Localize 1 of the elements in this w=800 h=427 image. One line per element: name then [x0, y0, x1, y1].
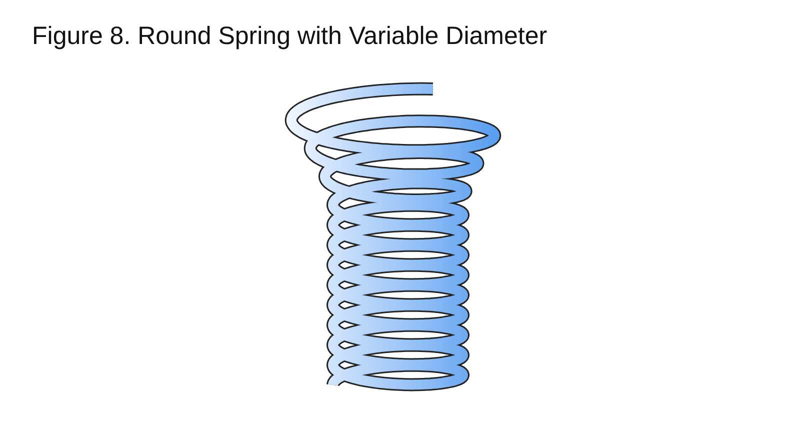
figure-title: Figure 8. Round Spring with Variable Diameter: [32, 22, 548, 51]
